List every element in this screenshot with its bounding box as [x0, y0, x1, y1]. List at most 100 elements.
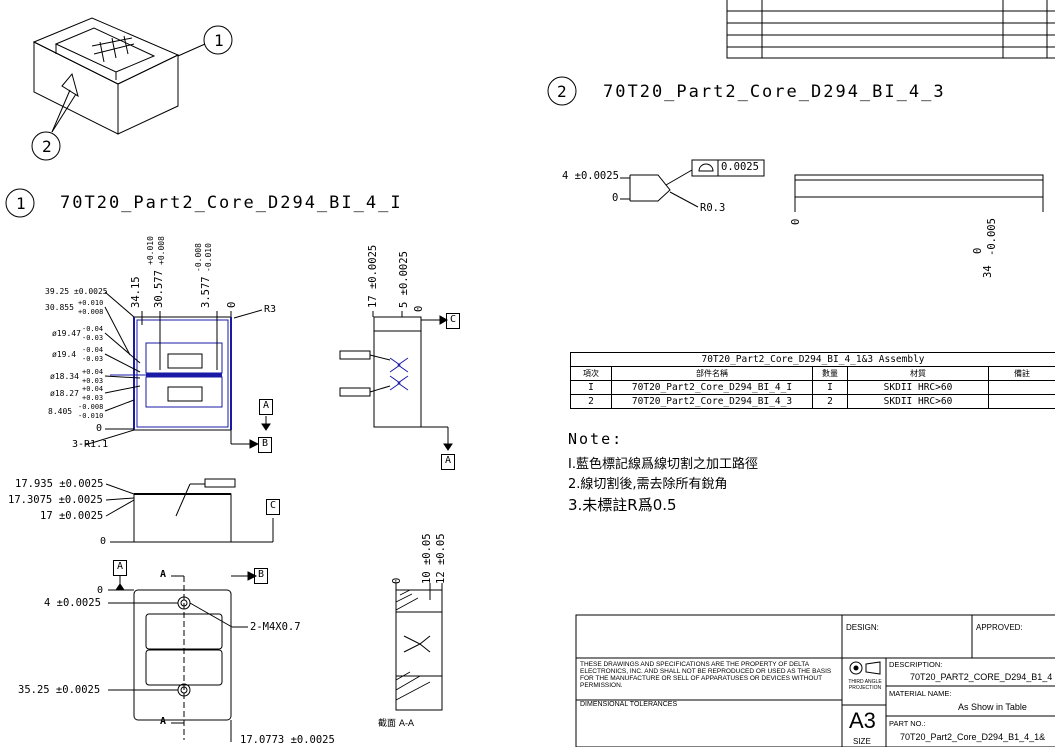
dim-39-25: 39.25 ±0.0025	[45, 287, 108, 296]
col-qty: 數量	[812, 366, 848, 381]
assembly-title: 70T20_Part2_Core_D294_BI_4_1&3 Assembly	[570, 352, 1055, 367]
dim-17-935: 17.935 ±0.0025	[15, 478, 104, 490]
datum-a-bottom: A	[113, 560, 127, 576]
dim-bottom-zero: 0	[97, 585, 104, 596]
tb-property-notice: THESE DRAWINGS AND SPECIFICATIONS ARE TH…	[580, 661, 832, 689]
col-material: 材質	[847, 366, 989, 381]
table-row: I 70T20_Part2_Core_D294_BI_4_I I SKDII H…	[570, 380, 1055, 395]
revision-table-lines	[726, 0, 1055, 59]
tb-third-angle: THIRD ANGLE PROJECTION	[848, 679, 882, 691]
dim-17-3075: 17.3075 ±0.0025	[8, 494, 103, 506]
p2-bar-tol: -0.005	[986, 218, 998, 256]
cell	[988, 380, 1055, 395]
datum-c-front: C	[266, 499, 280, 515]
dim-19-47-lo: -0.03	[82, 334, 104, 342]
cell: I	[812, 380, 848, 395]
dim-sec-10: 10 ±0.05	[421, 533, 433, 584]
part1-top-view	[84, 291, 271, 449]
p2-dim-0: 0	[612, 192, 619, 204]
dim-3-577: 3.577	[200, 276, 212, 308]
cell: 2	[570, 394, 612, 409]
col-item: 項次	[570, 366, 612, 381]
callout-circle-1	[5, 188, 35, 218]
dim-30-577: 30.577	[153, 270, 165, 308]
dim-30-577-lo: -0.010	[204, 243, 213, 272]
dim-8-405: 8.405	[48, 407, 73, 416]
part2-title: 70T20_Part2_Core_D294_BI_4_3	[603, 82, 946, 102]
tb-size: A3	[849, 708, 876, 733]
dim-side-0: 0	[413, 305, 425, 312]
cell: 2	[812, 394, 848, 409]
datum-c-side: C	[446, 313, 460, 329]
dim-30-855: 30.855	[45, 303, 74, 312]
section-marker-bottom: A	[160, 716, 167, 727]
dim-18-34: ø18.34	[50, 372, 79, 381]
section-view	[395, 583, 443, 711]
tb-approved-label: APPROVED:	[976, 623, 1023, 632]
tb-design-label: DESIGN:	[846, 623, 879, 632]
dim-front-zero: 0	[100, 536, 107, 547]
dim-zero-top: 0	[226, 301, 238, 308]
p2-bar-zero: 0	[790, 218, 802, 225]
section-caption: 截面 A-A	[378, 719, 415, 729]
cell: SKDII HRC>60	[847, 380, 989, 395]
p2-profile-tol: 0.0025	[721, 161, 759, 173]
dim-side-17: 17 ±0.0025	[367, 244, 379, 308]
tb-part-no-label: PART NO.:	[889, 719, 926, 728]
part1-bottom-view	[108, 571, 258, 742]
p2-bar-34: 34	[982, 265, 994, 278]
note-3: 3.未標註R爲0.5	[568, 496, 677, 514]
dim-8-405-lo: -0.010	[78, 412, 104, 420]
assembly-table: 70T20_Part2_Core_D294_BI_4_1&3 Assembly …	[570, 352, 1055, 409]
dim-sec-0: 0	[391, 577, 403, 584]
dim-sec-12: 12 ±0.05	[435, 533, 447, 584]
dim-18-34-up: +0.04	[82, 368, 104, 376]
dim-19-4-lo: -0.03	[82, 355, 104, 363]
cell: I	[570, 380, 612, 395]
datum-a-top: A	[259, 399, 273, 415]
dim-34-15-up: +0.010	[146, 236, 155, 265]
p2-dim-4: 4 ±0.0025	[562, 170, 619, 182]
part1-side-view	[339, 311, 453, 451]
dim-30-855-up: +0.010	[78, 299, 104, 307]
tb-part-no: 70T20_Part2_Core_D294_B1_4_1&	[900, 732, 1046, 742]
dim-30-577-up: -0.008	[194, 243, 203, 272]
dim-19-47-up: -0.04	[82, 325, 104, 333]
table-row: 2 70T20_Part2_Core_D294_BI_4_3 2 SKDII H…	[570, 394, 1055, 409]
tb-description-label: DESCRIPTION:	[889, 660, 943, 669]
callout-circle-2	[547, 76, 577, 106]
radius-r11: 3-R1.1	[72, 439, 109, 450]
dim-34-15: 34.15	[130, 276, 142, 308]
p2-r03: R0.3	[700, 202, 726, 214]
callout-2b-label: 2	[557, 82, 567, 101]
cell: SKDII HRC>60	[847, 394, 989, 409]
dim-18-27: ø18.27	[50, 389, 79, 398]
tb-material-label: MATERIAL NAME:	[889, 689, 952, 698]
section-marker-top: A	[160, 569, 167, 580]
thread-label: 2-M4X0.7	[250, 621, 301, 633]
notes-heading: Note:	[568, 430, 624, 448]
note-1: I.藍色標記線爲線切割之加工路徑	[568, 457, 758, 472]
callout-2-label: 2	[42, 137, 52, 156]
dim-18-27-up: +0.04	[82, 385, 104, 393]
dim-19-4: ø19.4	[52, 350, 77, 359]
tb-size-label: SIZE	[853, 737, 871, 746]
dim-17-0773: 17.0773 ±0.0025	[240, 734, 335, 746]
profile-symbol-icon	[697, 162, 715, 172]
dim-30-855-lo: +0.008	[78, 308, 104, 316]
dim-side-5: 5 ±0.0025	[398, 251, 410, 308]
col-part: 部件名稱	[611, 366, 813, 381]
datum-b-top: B	[258, 437, 272, 453]
datum-a-side: A	[441, 454, 455, 470]
third-angle-projection-icon	[846, 660, 884, 676]
dim-18-34-lo: +0.03	[82, 377, 104, 385]
note-2: 2.線切割後,需去除所有銳角	[568, 477, 728, 492]
dim-8-405-up: -0.008	[78, 403, 104, 411]
col-remark: 備註	[988, 366, 1055, 381]
datum-b-bottom: B	[254, 568, 268, 584]
dim-zero-left: 0	[96, 423, 103, 434]
callout-1b-label: 1	[16, 194, 26, 213]
part1-front-view	[105, 478, 274, 543]
